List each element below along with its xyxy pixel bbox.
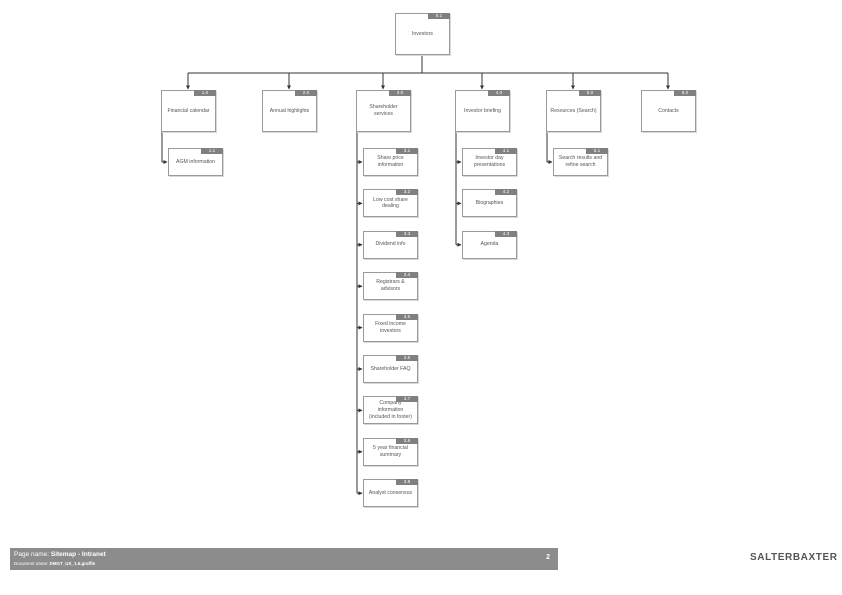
node-label: Financial calendar	[167, 107, 210, 114]
logo: SALTERBAXTER	[750, 552, 838, 563]
node-label: Investor briefing	[464, 107, 501, 114]
node-label: Analyst consensus	[368, 489, 413, 496]
node-label: 5 year financial summary	[373, 445, 408, 458]
node-number-badge: 3.9	[396, 479, 418, 486]
node-number-badge: 3.7	[396, 396, 418, 403]
node-label: Contacts	[658, 107, 679, 114]
document-name: Document name: DMGT_UX_1.6.graffle	[14, 561, 96, 566]
node-label: AGM information	[176, 158, 215, 165]
node-label: Agenda	[480, 241, 499, 248]
node-number-badge: 4.1	[495, 148, 517, 154]
node-number-badge: 0.1	[428, 13, 450, 19]
node-label: Biographies	[475, 200, 504, 207]
node-number-badge: 3.1	[396, 148, 418, 154]
node-label: Low cost share dealing	[373, 196, 408, 210]
node-number-badge: 6.0	[674, 90, 696, 96]
node-label: Fixed income investors	[375, 320, 406, 334]
node-label: Investors	[411, 30, 434, 37]
node-number-badge: 3.2	[396, 189, 418, 196]
page-name: Page name: Sitemap - Intranet	[14, 551, 106, 558]
node-number-badge: 1.1	[201, 148, 223, 154]
node-label: Company information (included in footer)	[369, 400, 412, 420]
node-number-badge: 1.0	[194, 90, 216, 96]
node-number-badge: 3.4	[396, 272, 418, 279]
node-number-badge: 4.3	[495, 230, 517, 237]
node-number-badge: 5.0	[579, 90, 601, 96]
page-number: 2	[546, 554, 550, 561]
node-label: Dividend info	[375, 241, 406, 248]
node-number-badge: 3.8	[396, 437, 418, 444]
node-label: Resources (Search)	[550, 107, 597, 114]
node-number-badge: 4.2	[495, 189, 517, 196]
node-label: Annual highlights	[269, 107, 310, 114]
node-label: Search results and refine search	[558, 155, 603, 168]
node-label: Shareholder FAQ	[370, 365, 411, 372]
node-number-badge: 3.3	[396, 230, 418, 237]
node-number-badge: 3.6	[396, 355, 418, 361]
node-number-badge: 3.5	[396, 313, 418, 320]
node-label: Registrars & advisors	[376, 279, 405, 293]
node-number-badge: 2.0	[295, 90, 317, 96]
node-number-badge: 5.1	[586, 148, 608, 154]
footer-bar: Page name: Sitemap - Intranet Document n…	[10, 548, 558, 570]
node-label: Investor day presentations	[473, 155, 506, 168]
node-number-badge: 3.0	[389, 90, 411, 96]
node-number-badge: 4.0	[488, 90, 510, 96]
node-label: Share price information	[377, 155, 404, 168]
node-label: Shareholder services	[369, 104, 398, 117]
